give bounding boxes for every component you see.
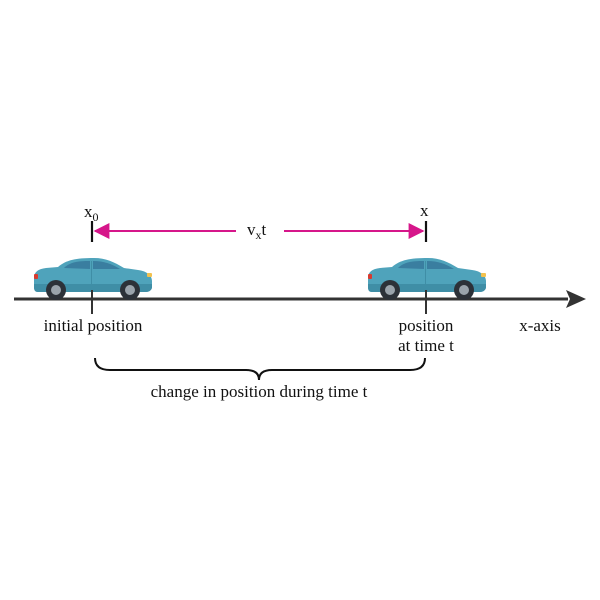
start-label: x0 — [84, 202, 99, 224]
change-brace — [94, 357, 426, 381]
end-label: x — [420, 201, 429, 220]
final-position-label-line2: at time t — [398, 336, 454, 355]
initial-position-label: initial position — [44, 316, 143, 335]
axis-label: x-axis — [519, 316, 561, 335]
x-axis-arrowhead — [566, 290, 586, 308]
final-position-label-line1: position — [399, 316, 454, 335]
distance-label: vxt — [247, 220, 267, 242]
brace-label: change in position during time t — [151, 382, 368, 401]
